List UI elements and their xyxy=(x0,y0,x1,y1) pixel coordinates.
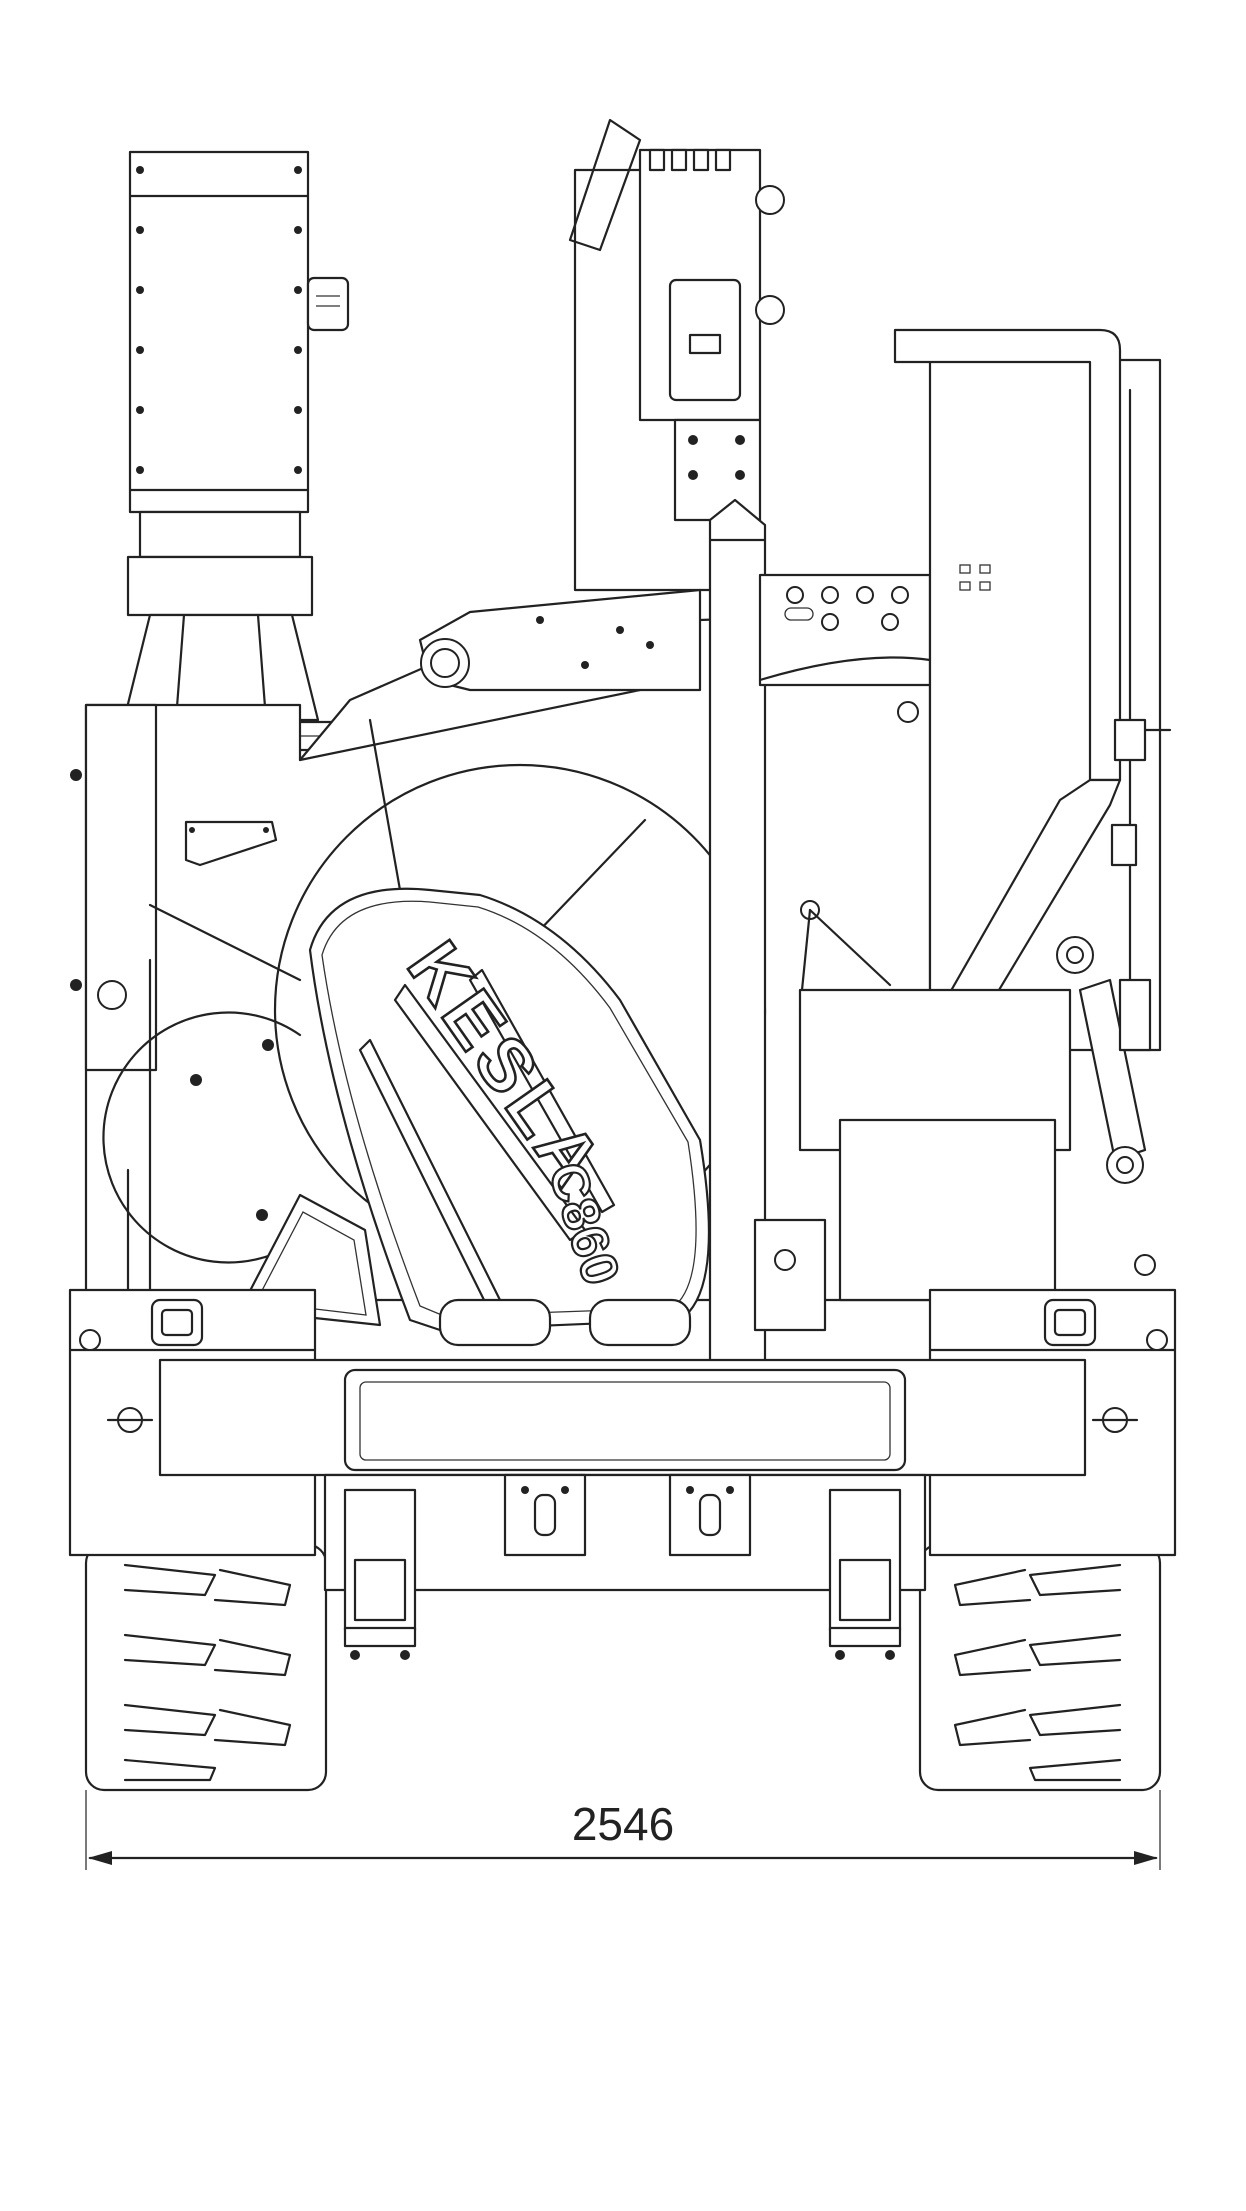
crane-top-bolts xyxy=(648,148,732,172)
undercarriage xyxy=(323,1473,927,1660)
hood-cover: KESLA C860 xyxy=(238,887,710,1332)
left-wheel xyxy=(84,1543,328,1792)
right-frame xyxy=(758,328,1172,1302)
dimension-width-label: 2546 xyxy=(572,1798,674,1850)
right-tread xyxy=(953,1563,1122,1782)
discharge-chute xyxy=(96,150,350,752)
right-wheel xyxy=(918,1543,1162,1792)
chassis-center xyxy=(438,1218,827,1347)
front-bumper xyxy=(68,1288,1177,1557)
crane-column xyxy=(418,118,785,1377)
width-dimension: 2546 xyxy=(85,1790,1161,1870)
chute-bolts xyxy=(136,166,302,474)
left-tread xyxy=(123,1563,292,1782)
